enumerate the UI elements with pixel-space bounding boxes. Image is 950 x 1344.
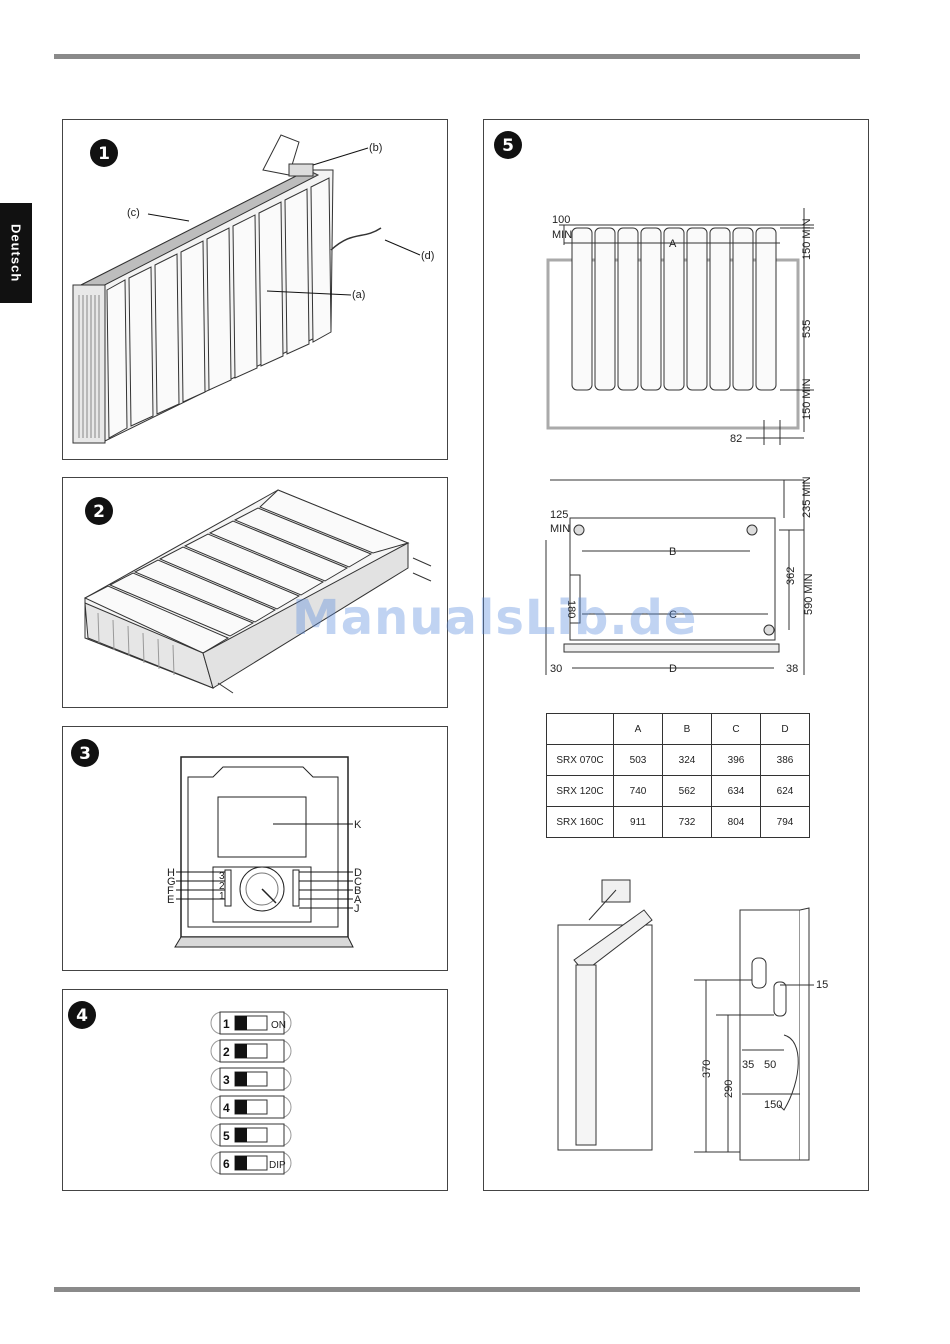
callout-c: (c) (127, 207, 140, 219)
dip-switch-1[interactable]: 1 ON (211, 1012, 291, 1034)
figure-2-number: 2 (93, 502, 105, 522)
dip-switch-5[interactable]: 5 (211, 1124, 291, 1146)
side-v15: 15 (816, 979, 828, 991)
dip-switch-3-label: 3 (223, 1073, 230, 1087)
side-v370: 370 (701, 1060, 713, 1078)
table-cell: 794 (761, 807, 810, 838)
side-v150: 150 (764, 1099, 782, 1111)
table-cell: 396 (712, 745, 761, 776)
dip-switch-2-label: 2 (223, 1045, 230, 1059)
scale-mark-1: 1 (219, 891, 225, 902)
table-header-cell: C (712, 714, 761, 745)
table-cell: SRX 070C (547, 745, 614, 776)
table-cell: 732 (663, 807, 712, 838)
side-v290: 290 (723, 1080, 735, 1098)
callout-k: K (354, 819, 362, 831)
callout-e: E (167, 894, 174, 906)
callout-d: (d) (421, 250, 434, 262)
mount-top-clear: 235 MIN (801, 476, 813, 518)
top-height: 535 (801, 320, 813, 338)
top-offset: 82 (730, 433, 742, 445)
table-cell: 911 (614, 807, 663, 838)
top-clear-bottom: 150 MIN (801, 378, 813, 420)
table-header-cell (547, 714, 614, 745)
figure-5-number: 5 (502, 136, 514, 156)
table-cell: 386 (761, 745, 810, 776)
top-rule (54, 54, 860, 59)
table-cell: SRX 120C (547, 776, 614, 807)
language-tab[interactable]: Deutsch (0, 203, 32, 303)
table-header-cell: D (761, 714, 810, 745)
table-cell: 634 (712, 776, 761, 807)
side-v35: 35 (742, 1059, 754, 1071)
top-width-label: A (669, 238, 677, 250)
figure-4-panel: 4 1 ON 2 3 4 5 (62, 989, 448, 1191)
callout-j: J (354, 903, 360, 915)
figure-1-number: 1 (98, 144, 110, 164)
dip-switch-2[interactable]: 2 (211, 1040, 291, 1062)
table-cell: 324 (663, 745, 712, 776)
table-cell: 503 (614, 745, 663, 776)
mount-v590: 590 MIN (803, 573, 815, 615)
table-row: SRX 070C 503 324 396 386 (547, 745, 810, 776)
mount-d-label: D (669, 663, 677, 675)
top-left-clear-unit: MIN (552, 229, 572, 241)
dip-switch-6[interactable]: 6 DIP (211, 1152, 291, 1174)
dip-switch-6-label: 6 (223, 1157, 230, 1171)
dip-switch-6-tag: DIP (269, 1160, 286, 1171)
figure-1-panel: 1 (b) (c) (d) (62, 119, 448, 460)
callout-a: (a) (352, 289, 365, 301)
table-cell: 624 (761, 776, 810, 807)
dip-switch-3[interactable]: 3 (211, 1068, 291, 1090)
mount-b-label: B (669, 546, 676, 558)
language-tab-label: Deutsch (9, 224, 24, 282)
dip-switch-1-label: 1 (223, 1017, 230, 1031)
top-clear-top: 150 MIN (801, 218, 813, 260)
table-row: SRX 160C 911 732 804 794 (547, 807, 810, 838)
figure-1-drawing: 1 (b) (c) (d) (63, 120, 447, 459)
mount-v362: 362 (785, 567, 797, 585)
figure-4-number: 4 (76, 1006, 88, 1026)
table-cell: 804 (712, 807, 761, 838)
table-header-row: A B C D (547, 714, 810, 745)
dip-switch-1-tag: ON (271, 1020, 286, 1031)
figure-5-drawing: 5 100 MIN A 150 MIN 535 150 MIN 82 (484, 120, 868, 1190)
callout-b: (b) (369, 142, 382, 154)
watermark: ManualsLib.de (292, 590, 697, 646)
bottom-rule (54, 1287, 860, 1292)
figure-3-drawing: 3 3 2 1 K H G F E D C B A J (63, 727, 447, 970)
table-cell: SRX 160C (547, 807, 614, 838)
table-cell: 740 (614, 776, 663, 807)
mount-right-margin: 38 (786, 663, 798, 675)
dip-switch-4[interactable]: 4 (211, 1096, 291, 1118)
table-row: SRX 120C 740 562 634 624 (547, 776, 810, 807)
figure-3-panel: 3 3 2 1 K H G F E D C B A J (62, 726, 448, 971)
mount-left-clear-unit: MIN (550, 523, 570, 535)
table-header-cell: B (663, 714, 712, 745)
figure-4-drawing: 4 1 ON 2 3 4 5 (63, 990, 447, 1190)
figure-3-number: 3 (79, 744, 91, 764)
mount-left-margin: 30 (550, 663, 562, 675)
mount-left-clear-value: 125 (550, 509, 568, 521)
table-cell: 562 (663, 776, 712, 807)
dip-switch-4-label: 4 (223, 1101, 230, 1115)
dimension-table: A B C D SRX 070C 503 324 396 386 SRX 120… (546, 713, 810, 838)
table-header-cell: A (614, 714, 663, 745)
side-v50: 50 (764, 1059, 776, 1071)
figure-5-panel: 5 100 MIN A 150 MIN 535 150 MIN 82 (483, 119, 869, 1191)
top-left-clear-value: 100 (552, 214, 570, 226)
dip-switch-5-label: 5 (223, 1129, 230, 1143)
